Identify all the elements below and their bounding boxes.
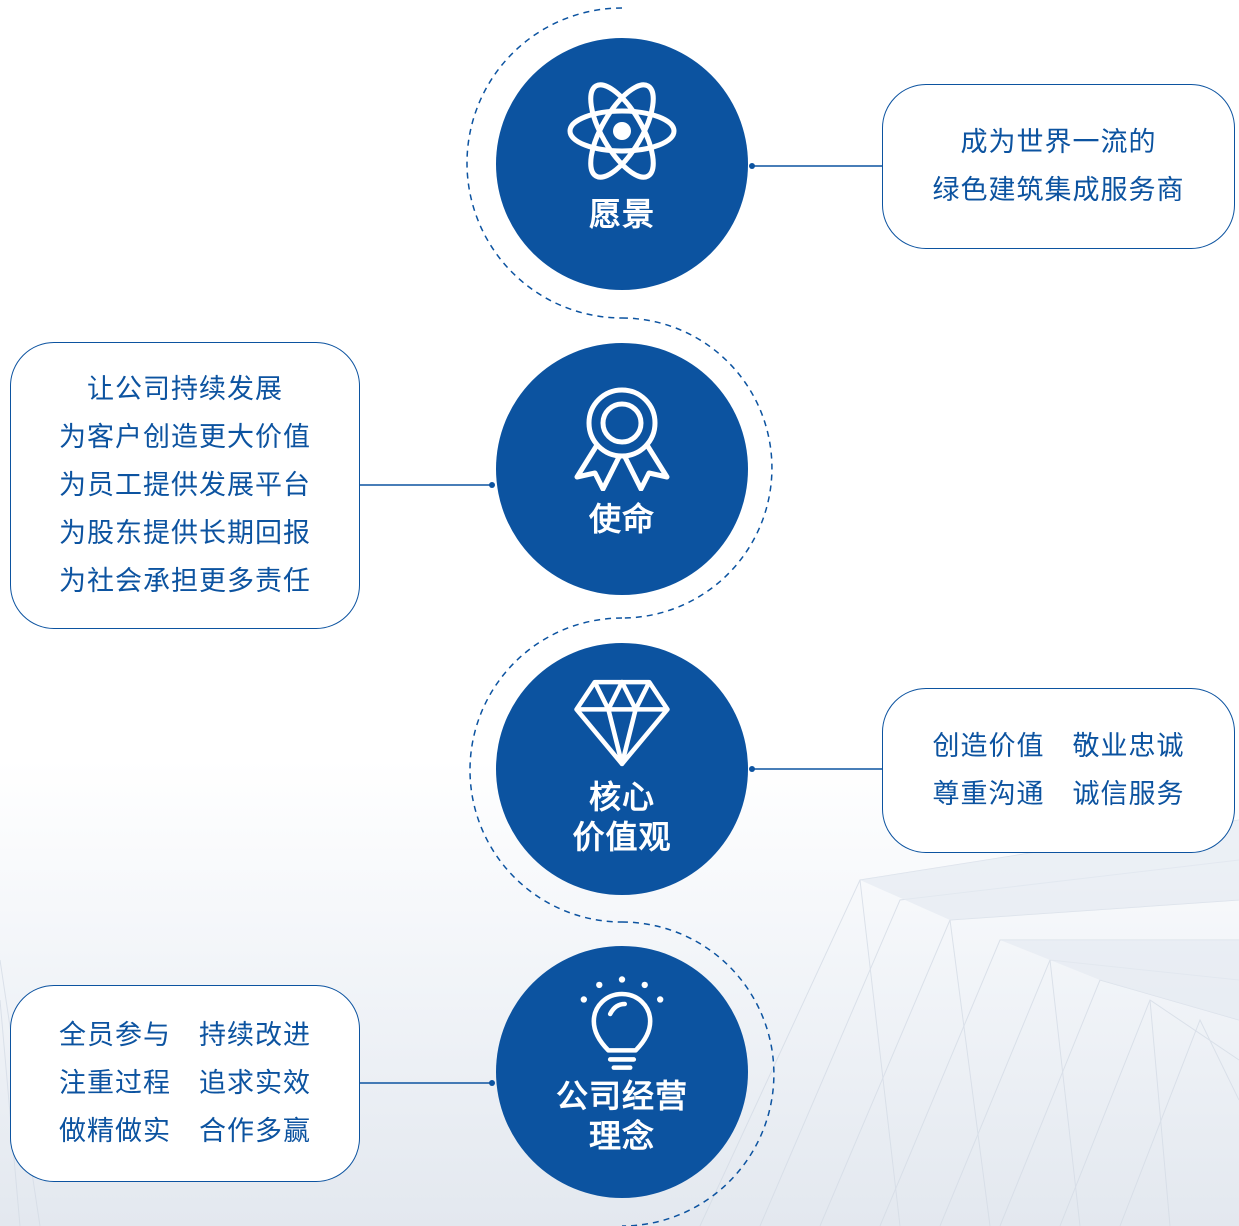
business-philosophy-node: 公司经营 理念 — [496, 946, 748, 1198]
vision-text-line: 成为世界一流的 — [960, 126, 1157, 158]
diamond-icon — [574, 679, 670, 767]
lightbulb-icon — [580, 976, 664, 1070]
dashed-arc-mission — [621, 317, 773, 619]
mission-title: 使命 — [588, 500, 655, 538]
atom-icon — [567, 82, 677, 180]
core-values-node: 核心 价值观 — [496, 643, 748, 895]
mission-text-line: 为股东提供长期回报 — [59, 517, 311, 549]
mission-card: 让公司持续发展 为客户创造更大价值 为员工提供发展平台 为股东提供长期回报 为社… — [10, 342, 360, 629]
vision-node: 愿景 — [496, 38, 748, 290]
mission-text-line: 为社会承担更多责任 — [59, 565, 311, 597]
mission-text-line: 为客户创造更大价值 — [59, 421, 311, 453]
core-values-text-line: 尊重沟通 诚信服务 — [932, 778, 1185, 810]
philosophy-text-line: 注重过程 追求实效 — [59, 1067, 311, 1099]
mission-node: 使命 — [496, 343, 748, 595]
award-ribbon-icon — [574, 387, 670, 491]
mission-text-line: 为员工提供发展平台 — [59, 469, 311, 501]
core-values-text-line: 创造价值 敬业忠诚 — [932, 730, 1185, 762]
vision-card: 成为世界一流的 绿色建筑集成服务商 — [882, 84, 1235, 249]
business-philosophy-title: 公司经营 理念 — [555, 1077, 688, 1155]
mission-text-line: 让公司持续发展 — [87, 373, 283, 405]
dashed-arc-vision — [466, 7, 623, 319]
core-values-title: 核心 价值观 — [572, 778, 672, 856]
core-values-card: 创造价值 敬业忠诚 尊重沟通 诚信服务 — [882, 688, 1235, 853]
philosophy-text-line: 做精做实 合作多赢 — [59, 1115, 311, 1147]
vision-title: 愿景 — [588, 195, 655, 233]
philosophy-text-line: 全员参与 持续改进 — [59, 1019, 311, 1051]
business-philosophy-card: 全员参与 持续改进 注重过程 追求实效 做精做实 合作多赢 — [10, 985, 360, 1182]
vision-text-line: 绿色建筑集成服务商 — [932, 174, 1185, 206]
